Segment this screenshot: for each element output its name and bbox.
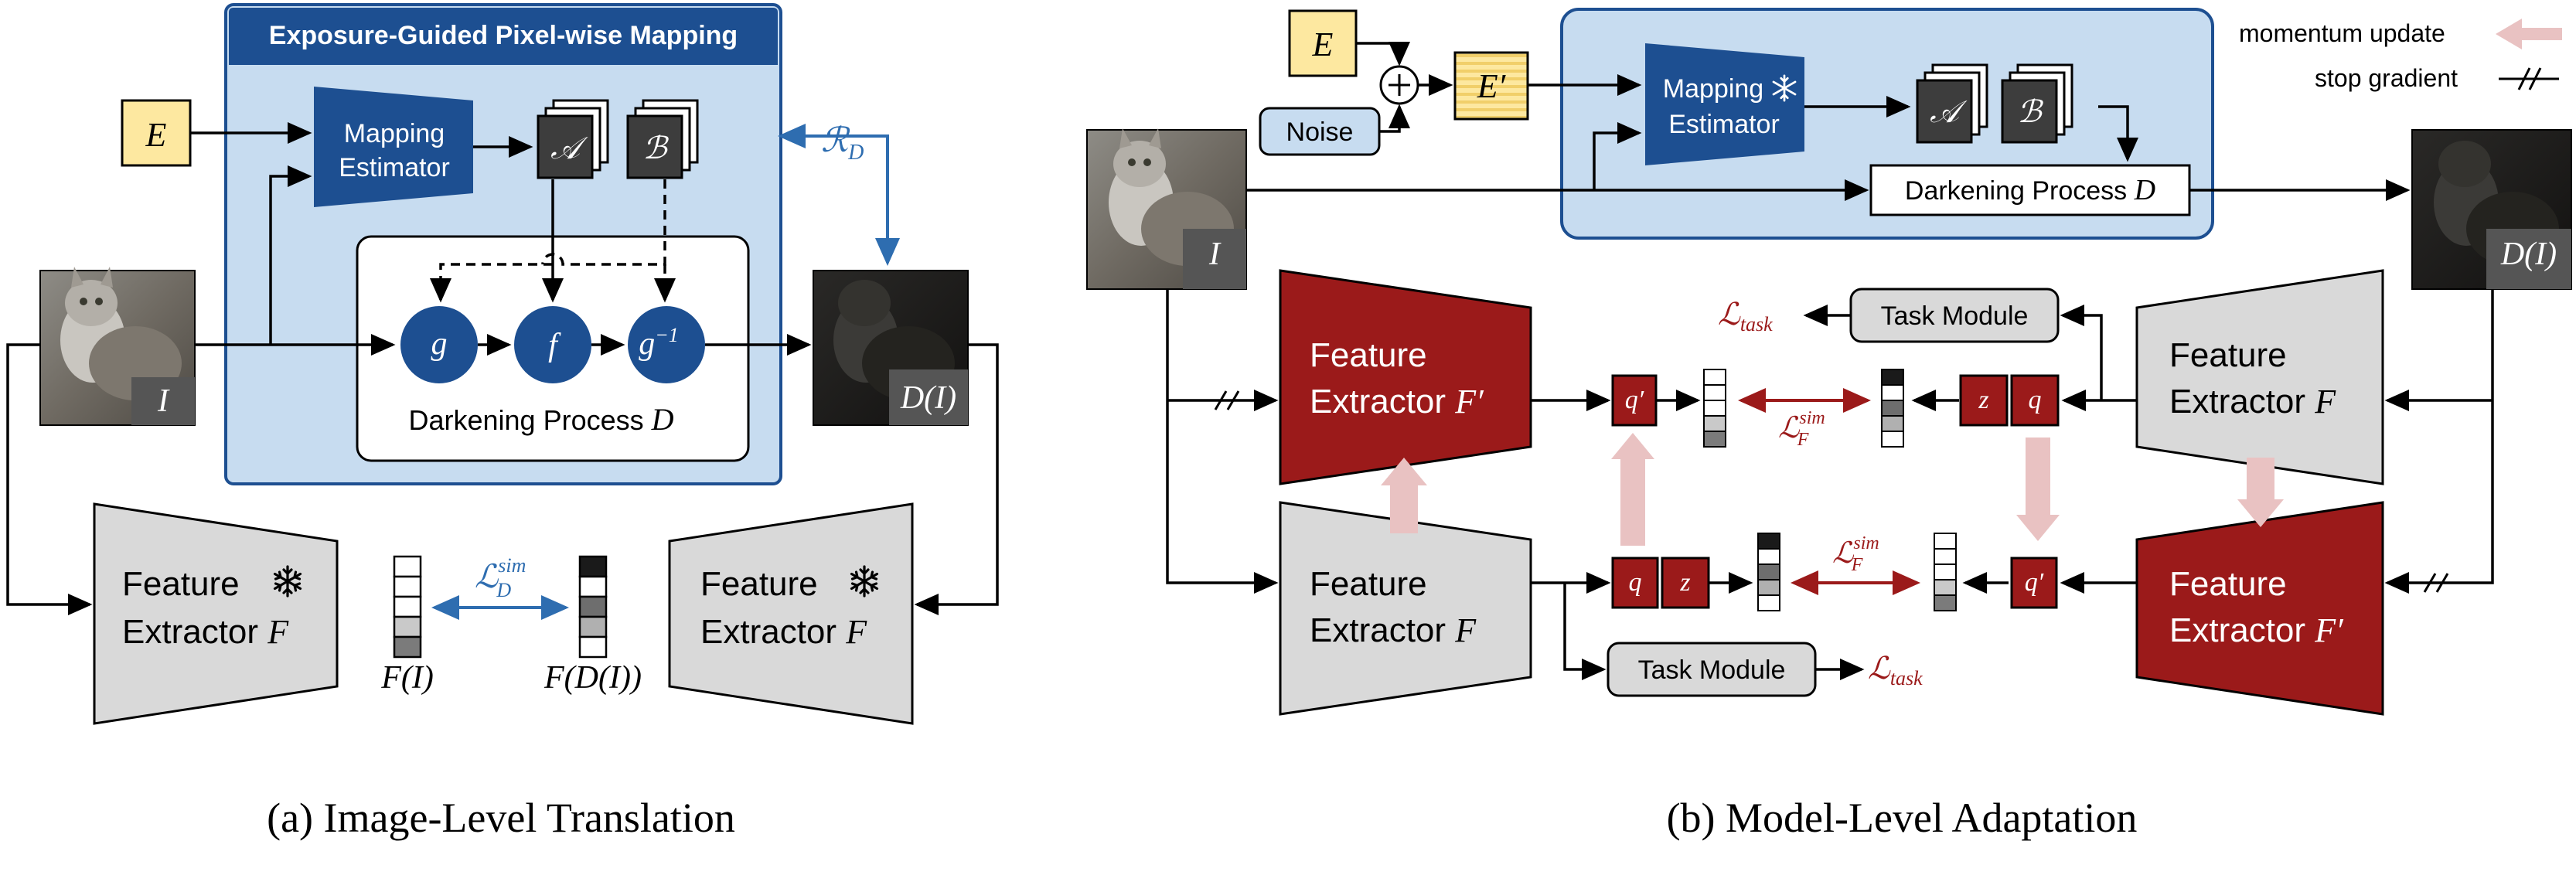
mapping-estimator-line1: Mapping bbox=[344, 119, 445, 148]
legend-momentum: momentum update bbox=[2239, 19, 2445, 47]
q-top bbox=[2010, 374, 2060, 427]
feature-extractor-f-bottom bbox=[1279, 501, 1532, 716]
feature-extractor-right bbox=[668, 502, 914, 725]
svg-text:q: q bbox=[1629, 568, 1642, 597]
q-prime-top bbox=[1611, 374, 1658, 427]
svg-text:Feature: Feature bbox=[2169, 336, 2287, 374]
svg-text:Task Module: Task Module bbox=[1881, 301, 2029, 331]
svg-text:Feature: Feature bbox=[1310, 336, 1427, 374]
legend-stop-gradient: stop gradient bbox=[2315, 64, 2458, 92]
pixel-mapping-title: Exposure-Guided Pixel-wise Mapping bbox=[269, 21, 738, 50]
svg-text:Estimator: Estimator bbox=[1668, 110, 1780, 139]
feature-vector-top-right bbox=[1881, 369, 1904, 448]
rd-label: ℛD bbox=[821, 121, 864, 165]
svg-text:g: g bbox=[431, 326, 448, 362]
svg-text:Mapping: Mapping bbox=[1663, 74, 1763, 104]
a-stack: 𝒜 bbox=[537, 99, 609, 179]
z-top bbox=[1959, 374, 2009, 427]
svg-text:Feature: Feature bbox=[1310, 565, 1427, 603]
svg-text:D(I): D(I) bbox=[2500, 237, 2557, 272]
svg-text:Extractor F: Extractor F bbox=[2169, 383, 2336, 420]
svg-text:Extractor F: Extractor F bbox=[122, 613, 289, 651]
input-cat-image-b: I bbox=[1086, 128, 1247, 290]
mapping-estimator-b bbox=[1645, 43, 1804, 165]
svg-text:Extractor F′: Extractor F′ bbox=[2169, 611, 2344, 649]
g-inverse-node bbox=[628, 306, 705, 383]
svg-text:Extractor F: Extractor F bbox=[1310, 611, 1477, 649]
svg-text:I: I bbox=[157, 383, 170, 419]
svg-text:z: z bbox=[1978, 386, 1988, 414]
q-bottom bbox=[1611, 557, 1659, 609]
svg-text:E′: E′ bbox=[1477, 67, 1507, 105]
momentum-arrow-q-up bbox=[1611, 433, 1654, 546]
z-bottom bbox=[1661, 557, 1710, 609]
feature-vector-bottom-left bbox=[1757, 533, 1780, 611]
momentum-arrow-q-down bbox=[2016, 438, 2060, 541]
svg-text:Task Module: Task Module bbox=[1638, 655, 1786, 685]
svg-text:I: I bbox=[1208, 237, 1222, 272]
output-dark-image-b: D(I) bbox=[2411, 129, 2572, 290]
svg-text:z: z bbox=[1679, 568, 1690, 597]
svg-text:Feature: Feature bbox=[122, 565, 240, 603]
feature-vector-bottom-right bbox=[1934, 533, 1957, 611]
panel-b: E Noise E′ Mapping Estimator bbox=[1086, 8, 2572, 841]
svg-text:ℬ: ℬ bbox=[642, 131, 669, 165]
pixel-mapping-header bbox=[229, 8, 778, 65]
darkening-box-b bbox=[1869, 164, 2191, 216]
feature-vector-top-left bbox=[1703, 369, 1726, 448]
f-node bbox=[514, 306, 591, 383]
b-stack: ℬ bbox=[626, 99, 699, 179]
task-loss-bottom: ℒtask bbox=[1868, 651, 1923, 689]
svg-text:Extractor F: Extractor F bbox=[700, 613, 867, 651]
svg-text:Feature: Feature bbox=[700, 565, 818, 603]
exposure-box bbox=[121, 99, 192, 167]
task-loss-top: ℒtask bbox=[1718, 297, 1773, 335]
feature-vector-fi bbox=[393, 555, 422, 659]
momentum-arrow-left bbox=[1381, 458, 1427, 533]
svg-text:g−1: g−1 bbox=[639, 324, 679, 362]
feature-vector-fdi bbox=[578, 555, 608, 659]
g-node bbox=[400, 306, 478, 383]
svg-text:Feature: Feature bbox=[2169, 565, 2287, 603]
a-stack-b: 𝒜 bbox=[1916, 63, 1988, 144]
svg-text:Extractor F′: Extractor F′ bbox=[1310, 383, 1484, 420]
feature-extractor-f-top-right bbox=[2135, 269, 2384, 485]
svg-text:q′: q′ bbox=[2025, 568, 2044, 597]
feature-extractor-left bbox=[93, 502, 339, 725]
svg-text:q: q bbox=[2029, 386, 2042, 414]
svg-text:Noise: Noise bbox=[1286, 117, 1354, 147]
svg-text:E: E bbox=[1312, 26, 1334, 63]
q-prime-bottom bbox=[2010, 557, 2058, 609]
svg-text:D(I): D(I) bbox=[900, 380, 956, 416]
caption-b: (b) Model-Level Adaptation bbox=[1667, 795, 2138, 841]
b-stack-b: ℬ bbox=[2001, 63, 2073, 144]
exposure-label: E bbox=[145, 116, 167, 154]
svg-text:ℬ: ℬ bbox=[2017, 94, 2043, 129]
exposure-box-b bbox=[1288, 9, 1358, 77]
panel-a: Exposure-Guided Pixel-wise Mapping E Map… bbox=[6, 3, 999, 841]
caption-a: (a) Image-Level Translation bbox=[267, 795, 735, 841]
momentum-arrow-right bbox=[2237, 458, 2284, 527]
legend-momentum-arrow bbox=[2496, 19, 2562, 49]
feature-extractor-f-prime-top bbox=[1279, 269, 1532, 485]
feature-extractor-f-prime-bottom-right bbox=[2135, 501, 2384, 716]
mapping-estimator-line2: Estimator bbox=[339, 153, 450, 182]
output-dark-image: D(I) bbox=[813, 270, 969, 426]
fi-label: F(I) bbox=[380, 660, 434, 696]
fdi-label: F(D(I)) bbox=[543, 660, 642, 696]
mapping-estimator-shape bbox=[314, 87, 473, 207]
darkening-label: Darkening Process D bbox=[408, 402, 673, 437]
svg-text:Darkening Process D: Darkening Process D bbox=[1905, 174, 2155, 206]
input-cat-image: I bbox=[39, 267, 196, 426]
svg-text:q′: q′ bbox=[1625, 386, 1644, 414]
snowflake-icon bbox=[1772, 74, 1797, 102]
